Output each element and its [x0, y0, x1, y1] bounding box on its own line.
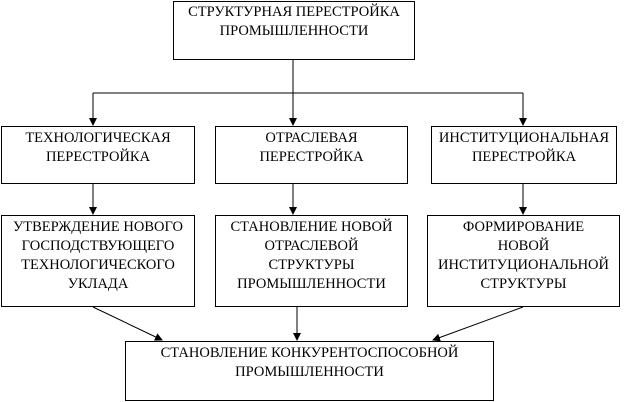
- box-line: ТЕХНОЛОГИЧЕСКОГО: [21, 257, 175, 273]
- box-new-technological-mode: УТВЕРЖДЕНИЕ НОВОГО ГОСПОДСТВУЮЩЕГО ТЕХНО…: [1, 215, 195, 307]
- arrow-institutional-structure-to-competitive: [432, 306, 524, 342]
- box-line: ПЕРЕСТРОЙКА: [45, 149, 151, 165]
- box-line: СТРУКТУРЫ: [268, 257, 355, 273]
- box-line: ИНСТИТУЦИОНАЛЬНАЯ: [438, 130, 610, 146]
- box-line: СТАНОВЛЕНИЕ КОНКУРЕНТОСПОСОБНОЙ: [160, 345, 459, 361]
- box-competitive-industry: СТАНОВЛЕНИЕ КОНКУРЕНТОСПОСОБНОЙ ПРОМЫШЛЕ…: [125, 341, 494, 401]
- box-line: ПРОМЫШЛЕННОСТИ: [235, 364, 384, 380]
- box-line: ОТРАСЛЕВАЯ: [265, 130, 358, 146]
- box-line: ПЕРЕСТРОЙКА: [259, 149, 364, 165]
- box-line: СТАНОВЛЕНИЕ НОВОЙ: [230, 219, 393, 235]
- box-structural-restructuring: СТРУКТУРНАЯ ПЕРЕСТРОЙКА ПРОМЫШЛЕННОСТИ: [173, 1, 415, 60]
- box-line: ИНСТИТУЦИОНАЛЬНОЙ: [438, 257, 609, 273]
- box-sectoral-restructuring: ОТРАСЛЕВАЯ ПЕРЕСТРОЙКА: [215, 126, 408, 184]
- box-line: УКЛАДА: [67, 276, 129, 292]
- box-new-institutional-structure: ФОРМИРОВАНИЕ НОВОЙ ИНСТИТУЦИОНАЛЬНОЙ СТР…: [427, 215, 620, 307]
- box-line: ПРОМЫШЛЕННОСТИ: [237, 276, 386, 292]
- box-line: ГОСПОДСТВУЮЩЕГО: [21, 238, 175, 254]
- arrow-mode-to-competitive: [92, 306, 163, 341]
- box-line: СТРУКТУРЫ: [480, 276, 567, 292]
- box-line: УТВЕРЖДЕНИЕ НОВОГО: [13, 219, 183, 235]
- box-line: ПРОМЫШЛЕННОСТИ: [219, 23, 369, 39]
- box-line: СТРУКТУРНАЯ ПЕРЕСТРОЙКА: [188, 4, 400, 20]
- box-line: ТЕХНОЛОГИЧЕСКАЯ: [25, 130, 171, 146]
- box-line: ПЕРЕСТРОЙКА: [471, 149, 577, 165]
- box-technological-restructuring: ТЕХНОЛОГИЧЕСКАЯ ПЕРЕСТРОЙКА: [1, 126, 195, 184]
- box-line: ФОРМИРОВАНИЕ: [462, 219, 585, 235]
- box-line: ОТРАСЛЕВОЙ: [264, 238, 359, 254]
- box-new-sectoral-structure: СТАНОВЛЕНИЕ НОВОЙ ОТРАСЛЕВОЙ СТРУКТУРЫ П…: [215, 215, 408, 307]
- box-line: НОВОЙ: [497, 238, 550, 254]
- box-institutional-restructuring: ИНСТИТУЦИОНАЛЬНАЯ ПЕРЕСТРОЙКА: [431, 126, 617, 184]
